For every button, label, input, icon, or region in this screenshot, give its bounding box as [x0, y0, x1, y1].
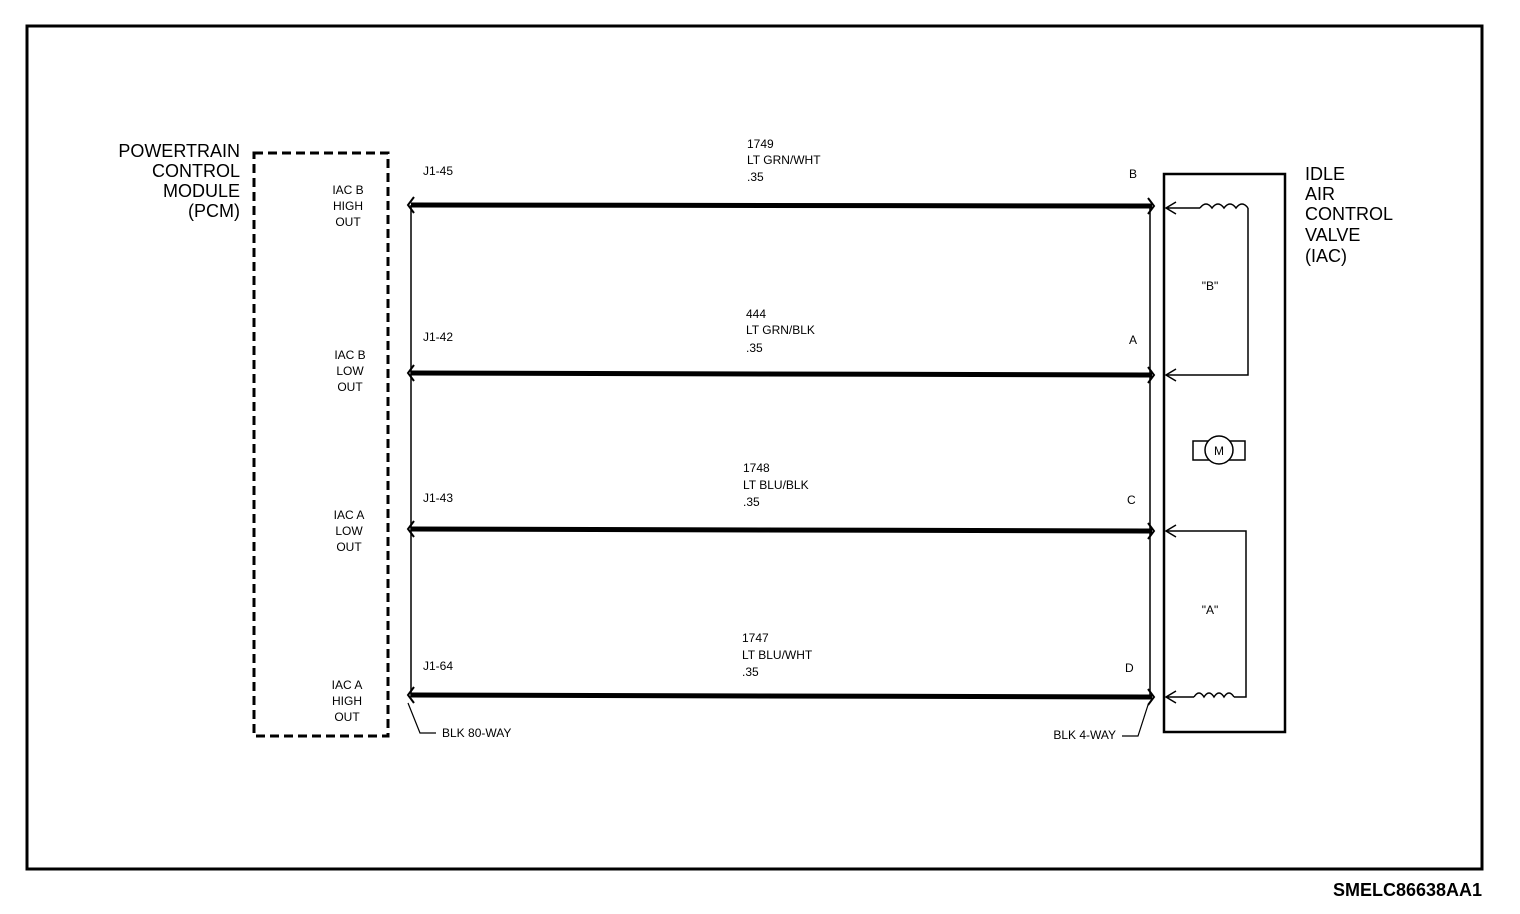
wire-1-circuit: 1749: [747, 137, 774, 151]
motor-icon: [1192, 435, 1246, 465]
pcm-pin-4-line-3: OUT: [334, 710, 360, 724]
pcm-title-line-4: (PCM): [188, 201, 240, 221]
iac-connector-leader: [1122, 704, 1149, 737]
pcm-connector-label: BLK 80-WAY: [442, 726, 511, 740]
pcm-terminal-3: J1-43: [423, 491, 453, 505]
iac-title-line-5: (IAC): [1305, 246, 1347, 266]
iac-box: [1162, 172, 1287, 734]
pcm-pin-4-line-1: IAC A: [332, 678, 363, 692]
wire-444: [410, 370, 1153, 378]
iac-pin-chevron-4: [1147, 688, 1156, 706]
diagram-code: SMELC86638AA1: [1333, 880, 1482, 900]
coil-a-label: "A": [1202, 603, 1219, 617]
iac-title: IDLE AIR CONTROL VALVE (IAC): [1305, 164, 1393, 266]
pcm-pin-1-line-2: HIGH: [333, 199, 363, 213]
iac-terminals: B A C D: [1125, 167, 1137, 675]
iac-title-line-3: CONTROL: [1305, 204, 1393, 224]
pcm-terminals: J1-45 J1-42 J1-43 J1-64: [423, 164, 453, 673]
pcm-title-line-2: CONTROL: [152, 161, 240, 181]
wire-2-color: LT GRN/BLK: [746, 323, 815, 337]
iac-pin-chevron-1: [1147, 197, 1156, 215]
pcm-terminal-1: J1-45: [423, 164, 453, 178]
iac-terminal-2: A: [1129, 333, 1137, 347]
wire-1748: [410, 526, 1153, 534]
coil-b-arrow-top: [1164, 201, 1200, 215]
coil-a-winding: [1193, 692, 1235, 699]
wire-1749: [410, 202, 1153, 209]
pcm-pin-3-line-2: LOW: [335, 524, 363, 538]
pin-chevrons: [406, 196, 1156, 706]
wire-3-color: LT BLU/BLK: [743, 478, 809, 492]
pcm-pin-2-line-1: IAC B: [334, 348, 365, 362]
iac-terminal-1: B: [1129, 167, 1137, 181]
iac-title-line-1: IDLE: [1305, 164, 1345, 184]
wire-1747: [410, 692, 1153, 700]
pcm-connector-leader: [407, 702, 436, 734]
pcm-pin-chevron-2: [406, 364, 415, 382]
diagram-frame: [25, 24, 1484, 871]
wires: [410, 202, 1153, 700]
pcm-title-line-1: POWERTRAIN: [118, 141, 240, 161]
pcm-pin-1-line-3: OUT: [335, 215, 361, 229]
iac-title-line-2: AIR: [1305, 184, 1335, 204]
wire-1-color: LT GRN/WHT: [747, 153, 821, 167]
coil-b: [1164, 201, 1249, 382]
wire-2-gauge: .35: [746, 341, 763, 355]
pcm-pin-chevron-1: [406, 196, 415, 214]
coil-a-arrow-bottom: [1164, 690, 1194, 704]
iac-terminal-3: C: [1127, 493, 1136, 507]
iac-terminal-4: D: [1125, 661, 1134, 675]
iac-connector-label: BLK 4-WAY: [1053, 728, 1116, 742]
coil-b-winding: [1199, 203, 1249, 210]
wire-labels: 1749 LT GRN/WHT .35 444 LT GRN/BLK .35 1…: [742, 137, 821, 679]
iac-pin-chevron-2: [1147, 366, 1156, 384]
pcm-box: [252, 151, 390, 738]
pcm-pin-2-line-3: OUT: [337, 380, 363, 394]
pcm-pin-3-line-3: OUT: [336, 540, 362, 554]
wire-1-gauge: .35: [747, 170, 764, 184]
wire-3-gauge: .35: [743, 495, 760, 509]
pcm-pin-2-line-2: LOW: [336, 364, 364, 378]
pcm-terminal-2: J1-42: [423, 330, 453, 344]
motor-label: M: [1214, 444, 1224, 458]
wire-3-circuit: 1748: [743, 461, 770, 475]
wire-2-circuit: 444: [746, 307, 766, 321]
pcm-pin-4-line-2: HIGH: [332, 694, 362, 708]
coil-b-loop: [1166, 208, 1249, 376]
pcm-pin-3-line-1: IAC A: [334, 508, 365, 522]
coil-b-label: "B": [1202, 279, 1219, 293]
pcm-title-line-3: MODULE: [163, 181, 240, 201]
iac-title-line-4: VALVE: [1305, 225, 1360, 245]
wire-4-circuit: 1747: [742, 631, 769, 645]
pcm-title: POWERTRAIN CONTROL MODULE (PCM): [118, 141, 240, 221]
wire-4-gauge: .35: [742, 665, 759, 679]
iac-pin-chevron-3: [1147, 522, 1156, 540]
pcm-pin-labels: IAC B HIGH OUT IAC B LOW OUT IAC A LOW O…: [332, 183, 366, 724]
pcm-pin-chevron-3: [406, 520, 415, 538]
coil-a-loop: [1166, 530, 1247, 698]
coil-a: [1164, 524, 1247, 704]
pcm-pin-1-line-1: IAC B: [332, 183, 363, 197]
pcm-pin-chevron-4: [406, 686, 415, 704]
pcm-terminal-4: J1-64: [423, 659, 453, 673]
wire-4-color: LT BLU/WHT: [742, 648, 813, 662]
coil-b-arrow-bottom: [1164, 368, 1177, 382]
